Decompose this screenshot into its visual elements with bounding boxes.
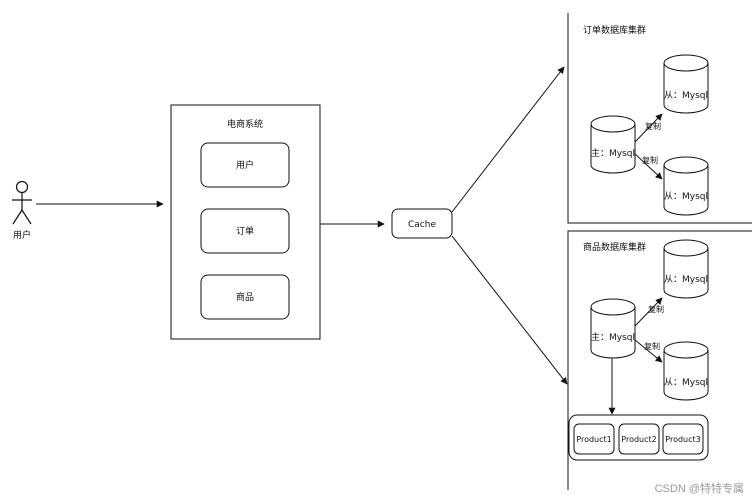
product-slave-2-label: 从：Mysql [664, 377, 708, 388]
product-replicate-label-2: 复制 [644, 341, 660, 351]
csdn-watermark: CSDN @特特专属 [655, 481, 744, 495]
product-master-db [590, 298, 636, 359]
shard-product2-label: Product2 [621, 435, 656, 444]
module-user [200, 142, 290, 188]
module-order [200, 208, 290, 254]
arrow-cache-to-order-cluster [451, 66, 565, 213]
product-cluster-container [567, 230, 752, 490]
module-user-label: 用户 [236, 159, 254, 171]
order-slave-db-1 [663, 54, 709, 114]
module-product-label: 商品 [236, 291, 254, 303]
shard-product3-label: Product3 [665, 435, 700, 444]
product-slave-db-2 [663, 341, 709, 401]
product-replicate-arrow-2 [634, 339, 663, 363]
module-product [200, 274, 290, 320]
shard-product1 [573, 423, 615, 455]
arrow-cache-to-product-cluster [451, 235, 568, 385]
shard-product3 [662, 423, 704, 455]
product-cluster-title: 商品数据库集群 [583, 241, 646, 253]
user-label: 用户 [13, 229, 31, 241]
system-title: 电商系统 [227, 118, 263, 130]
shard-product1-label: Product1 [576, 435, 611, 444]
product-replicate-label-1: 复制 [648, 304, 664, 314]
order-cluster-title: 订单数据库集群 [583, 24, 646, 36]
product-master-label: 主：Mysql [591, 331, 635, 343]
product-slave-db-1 [663, 239, 709, 299]
order-slave-db-2 [663, 156, 709, 216]
product-slave-1-label: 从：Mysql [664, 274, 708, 285]
order-replicate-arrow-2 [634, 153, 663, 180]
order-slave-1-label: 从：Mysql [664, 90, 708, 101]
order-master-label: 主：Mysql [591, 147, 635, 159]
cache-node [391, 208, 453, 239]
order-master-db [590, 115, 636, 174]
module-order-label: 订单 [236, 225, 254, 237]
user-actor [12, 180, 32, 225]
order-slave-2-label: 从：Mysql [664, 191, 708, 202]
order-replicate-label-1: 复制 [645, 121, 661, 131]
order-replicate-label-2: 复制 [642, 155, 658, 165]
cache-label: Cache [408, 220, 436, 230]
order-cluster-container [567, 13, 752, 224]
order-replicate-arrow-1 [634, 113, 663, 143]
product-replicate-arrow-1 [634, 297, 663, 327]
shard-product2 [618, 423, 660, 455]
